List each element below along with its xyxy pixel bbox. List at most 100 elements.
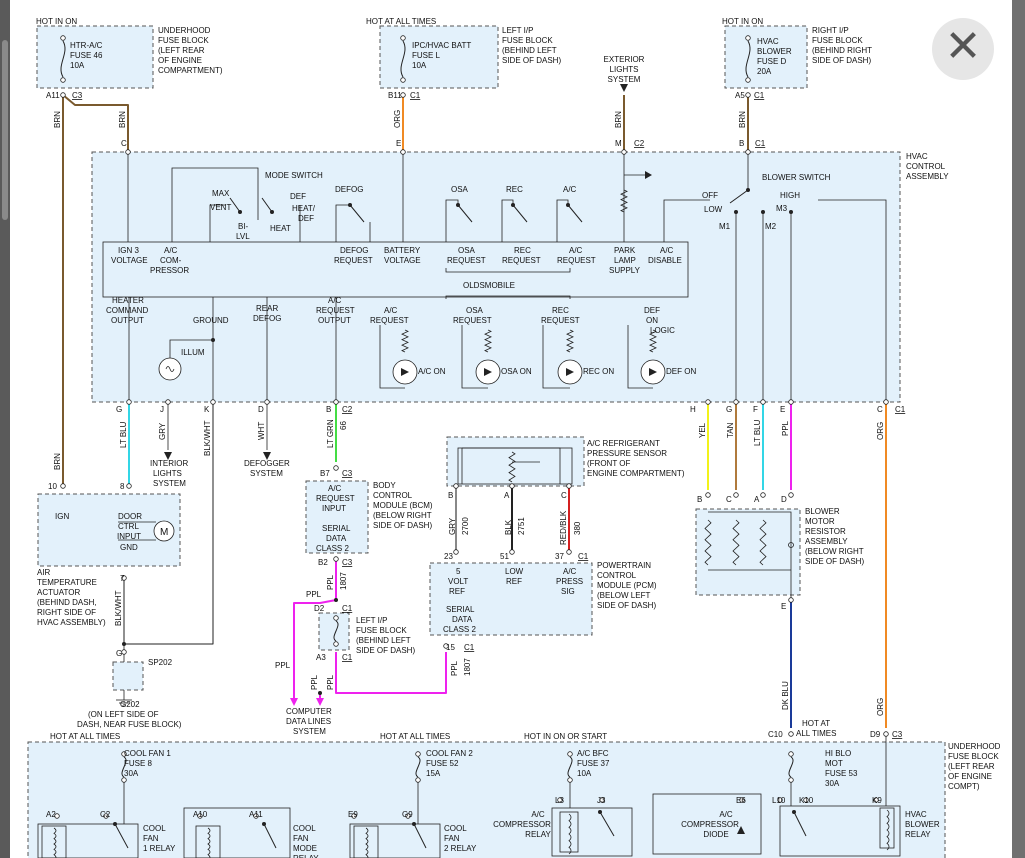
label-lip-2: FUSE BLOCK (356, 626, 407, 635)
ac-compressor-relay-coil-winding (568, 813, 572, 855)
label-pin-37: 37 (555, 552, 564, 561)
label-left-ip-2: FUSE BLOCK (502, 36, 553, 45)
label-bcm-4: SERIAL (322, 524, 351, 533)
label-left-ip-3: (BEHIND LEFT (502, 46, 557, 55)
label-pin-c2-top: C2 (634, 139, 645, 148)
label-pin-g3: G (116, 649, 122, 658)
label-act-d5: RIGHT SIDE OF (37, 608, 96, 617)
label-cf1-2: FUSE 8 (124, 759, 153, 768)
right-scrollbar[interactable] (1012, 0, 1025, 858)
label-blower-switch: BLOWER SWITCH (762, 173, 831, 182)
label-pin-e2: E (780, 405, 785, 414)
label-pcm-d3: MODULE (PCM) (597, 581, 657, 590)
led-osa-on-diode (484, 368, 492, 376)
label-recreq2-1: REC (552, 306, 569, 315)
label-underhood-3: (LEFT REAR (158, 46, 205, 55)
label-w-gry: GRY (158, 422, 167, 440)
label-osareq2-2: REQUEST (453, 316, 492, 325)
label-pin-e6: E6 (736, 796, 746, 805)
underhood-fuse-box-bottom (27, 741, 946, 858)
label-g202-d: (ON LEFT SIDE OF (88, 710, 159, 719)
label-w-ppl5: PPL (275, 661, 291, 670)
label-defogreq-2: REQUEST (334, 256, 373, 265)
led-def-frame (627, 325, 653, 389)
label-cdl-1: COMPUTER (286, 707, 332, 716)
label-w-1807b: 1807 (463, 658, 472, 676)
wires (62, 94, 887, 824)
label-right-ip-1: RIGHT I/P (812, 26, 849, 35)
close-button[interactable]: ✕ (932, 18, 994, 80)
label-bcm-d4: (BELOW RIGHT (373, 511, 432, 520)
wire-blkwht-ground (123, 402, 214, 645)
left-scrollbar[interactable] (0, 0, 10, 858)
fuse-left-ip-mid (333, 620, 339, 642)
illum-filament (165, 366, 175, 372)
label-pcm-5: REF (506, 577, 522, 586)
label-m2: M2 (765, 222, 777, 231)
label-acdis-1: A/C (660, 246, 674, 255)
label-acreqout-2: REQUEST (316, 306, 355, 315)
defog-switch-wire (335, 204, 350, 242)
fuse-cool-fan-2-bottom (415, 777, 421, 783)
label-ext-1: EXTERIOR (604, 55, 645, 64)
label-w-ltblu2: LT BLU (753, 419, 762, 446)
label-cfr1-2: FAN (143, 834, 159, 843)
left-scroll-thumb[interactable] (2, 40, 8, 220)
label-hvac-ctrl-2: CONTROL (906, 162, 946, 171)
cool-fan-mode-relay-switch-pivot (262, 822, 266, 826)
cool-fan-1-relay-coil (41, 825, 67, 858)
fuse-hi-blo-mot-bottom (788, 777, 794, 783)
label-bcm-5: DATA (326, 534, 347, 543)
wire-ppl-1807-pcm (335, 652, 447, 694)
connector-pin-32 (788, 597, 794, 603)
label-pcm-2: VOLT (448, 577, 468, 586)
label-pin-j: J (160, 405, 164, 414)
label-pin-c-b: C (877, 405, 883, 414)
connector-pin-10 (264, 399, 270, 405)
label-pcm-3: REF (449, 587, 465, 596)
label-fuse-hvac-2: BLOWER (757, 47, 792, 56)
label-hiblo-2: MOT (825, 759, 843, 768)
label-ub-4: OF ENGINE (948, 772, 992, 781)
label-acreq2-2: REQUEST (370, 316, 409, 325)
label-int-2: LIGHTS (153, 469, 182, 478)
label-accomp-1: A/C (164, 246, 178, 255)
label-ub-3: (LEFT REAR (948, 762, 995, 771)
fuse-hi-blo-mot (788, 756, 794, 778)
label-pin-a2: A2 (46, 810, 56, 819)
label-hot-at-all-times-1: HOT AT ALL TIMES (366, 17, 436, 26)
label-pin-a5: A5 (735, 91, 745, 100)
led-rec-frame (542, 325, 570, 389)
label-hot-at-3: ALL TIMES (796, 729, 836, 738)
label-acreqout-3: OUTPUT (318, 316, 351, 325)
fuse-cool-fan-1-top (121, 751, 127, 757)
label-pin-rd: D (781, 495, 787, 504)
wire-brn-c3 (62, 94, 129, 152)
label-fuse-hvac-1: HVAC (757, 37, 779, 46)
arrow-defogger (263, 452, 271, 460)
label-reardefog-1: REAR (256, 304, 278, 313)
label-cf2-1: COOL FAN 2 (426, 749, 473, 758)
label-pin-g9: G9 (402, 810, 413, 819)
label-pin-d9: D9 (870, 730, 881, 739)
label-pin-b11: B11 (388, 91, 402, 100)
osa-switch (457, 204, 473, 223)
osa-switch-pivot (456, 203, 460, 207)
fuse-hvac-blower-top (745, 35, 751, 41)
fuse-hi-blo-mot-top (788, 751, 794, 757)
bottom-pin-6 (557, 797, 563, 803)
ac-compressor-relay-switch-pivot (598, 810, 602, 814)
label-hvac-ctrl-3: ASSEMBLY (906, 172, 949, 181)
label-underhood-5: COMPARTMENT) (158, 66, 223, 75)
label-park-1: PARK (614, 246, 636, 255)
label-illum: ILLUM (181, 348, 205, 357)
label-bcm-d5: SIDE OF DASH) (373, 521, 432, 530)
connector-pin-2 (400, 92, 406, 98)
label-recreq2-2: REQUEST (541, 316, 580, 325)
label-w-redblk: RED/BLK (559, 510, 568, 545)
label-w-blkwht: BLK/WHT (203, 420, 212, 456)
mode-switch-max-pivot (238, 210, 242, 214)
blower-switch-lever-pivot (746, 188, 750, 192)
label-pin-d2: D2 (314, 604, 325, 613)
label-heater-2: COMMAND (106, 306, 148, 315)
